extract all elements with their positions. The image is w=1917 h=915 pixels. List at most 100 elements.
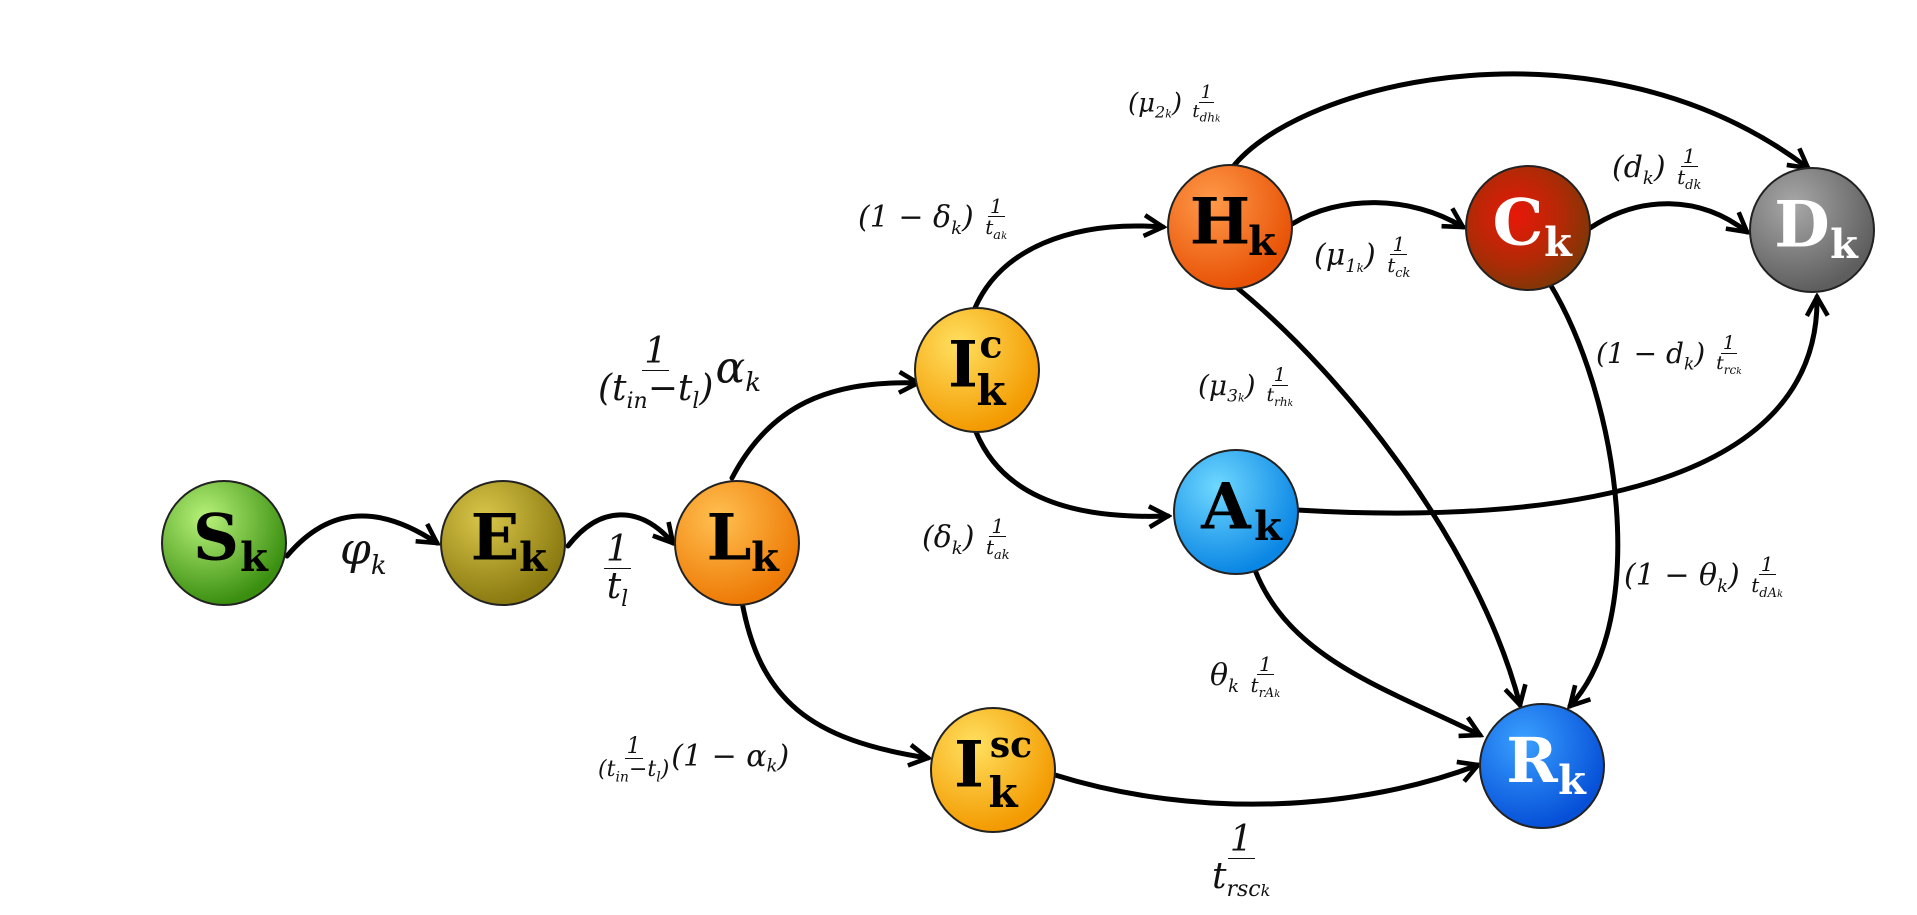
label-l-isc-den: (t: [598, 757, 616, 782]
label-c-d-pre-close: ): [1653, 150, 1666, 185]
label-c-r: (1 − dk) 1 trck: [1596, 334, 1744, 377]
label-ic-h-pre: (1 − δ: [858, 200, 952, 235]
label-ic-h-pre-close: ): [961, 200, 974, 235]
node-isc-main: I: [954, 728, 984, 803]
label-a-d-pre-sub: k: [1717, 576, 1728, 597]
label-c-r-pre-close: ): [1694, 336, 1706, 370]
label-tl-den: t: [606, 566, 622, 607]
label-h-r: (μ3k) 1 trhk: [1198, 366, 1295, 409]
label-l-isc: 1 (tin−tl) (1 − αk): [596, 734, 790, 786]
label-l-ic-den-tail: −t: [647, 368, 693, 409]
label-h-d-den-sub: dh: [1199, 110, 1215, 125]
label-ic-a-num: 1: [989, 514, 1007, 538]
label-a-d: (1 − θk) 1 tdAk: [1624, 554, 1785, 600]
node-ic-main: I: [948, 328, 978, 403]
node-ic-sup: c: [979, 322, 1002, 367]
label-ic-a-pre-sub: k: [951, 538, 963, 559]
label-l-isc-den-tail: −t: [628, 757, 657, 782]
node-d-main: D: [1774, 188, 1830, 263]
label-a-d-den: t: [1751, 573, 1760, 597]
node-ic: I c k: [914, 307, 1040, 433]
label-h-c-pre-sub: 1: [1345, 256, 1357, 277]
label-h-d-pre-close: ): [1171, 88, 1183, 119]
label-h-r-pre: (μ: [1198, 368, 1228, 402]
label-h-d-pre-subsub: k: [1165, 107, 1172, 121]
edge-s-e: [284, 513, 437, 559]
node-d: D k: [1749, 167, 1875, 293]
edge-e-l: [565, 512, 673, 549]
node-s-sub: k: [240, 534, 269, 581]
label-l-isc-num: 1: [624, 734, 643, 759]
label-isc-r-num: 1: [1227, 819, 1255, 860]
label-c-r-pre: (1 − d: [1596, 336, 1684, 370]
edges: [284, 71, 1817, 807]
label-h-r-num: 1: [1271, 364, 1288, 386]
node-h-sub: k: [1248, 218, 1277, 265]
label-h-r-pre-close: ): [1244, 368, 1256, 402]
label-l-ic-den: (t: [598, 368, 627, 409]
label-a-d-den-subsub: k: [1777, 589, 1784, 600]
node-d-sub: k: [1830, 221, 1859, 268]
edge-l-ic: [729, 383, 918, 481]
label-l-ic-num: 1: [642, 331, 670, 372]
label-phi: φk: [340, 528, 387, 579]
label-h-d-pre-sub: 2: [1155, 102, 1166, 122]
edge-h-d: [1229, 71, 1808, 168]
label-h-d: (μ2k) 1 tdhk: [1128, 84, 1222, 125]
label-h-c-den-sub: ck: [1395, 266, 1411, 281]
edge-c-d: [1587, 201, 1747, 232]
label-ic-h-pre-sub: k: [951, 218, 962, 239]
label-h-d-pre: (μ: [1128, 88, 1156, 119]
label-ic-h-den-sub: a: [993, 228, 1002, 243]
node-s-main: S: [193, 501, 239, 576]
label-h-r-pre-subsub: k: [1237, 391, 1245, 405]
label-l-ic-den-sub: in: [626, 389, 648, 415]
node-ic-sub: k: [976, 366, 1006, 415]
label-c-r-den-sub: rc: [1723, 362, 1737, 377]
label-c-r-pre-sub: k: [1683, 354, 1695, 375]
node-l-sub: k: [751, 534, 780, 581]
label-ic-a-den-sub: ak: [994, 548, 1010, 563]
label-phi-sub: k: [370, 550, 387, 581]
label-c-d-pre-sub: k: [1642, 168, 1654, 189]
label-h-r-den: t: [1266, 384, 1275, 406]
label-h-r-pre-sub: 3: [1227, 386, 1238, 407]
label-a-d-num: 1: [1758, 552, 1776, 576]
label-h-d-den-subsub: k: [1214, 114, 1221, 125]
label-h-c-pre: (μ: [1314, 238, 1346, 273]
label-l-isc-den-close: ): [660, 757, 670, 782]
node-e: E k: [440, 480, 566, 606]
node-isc: I sc k: [930, 707, 1056, 833]
node-l-main: L: [707, 501, 752, 576]
label-l-isc-tail: (1 − α: [671, 739, 767, 775]
label-isc-r: 1 trsck: [1210, 822, 1272, 901]
label-l-isc-den-sub2: l: [656, 769, 661, 786]
label-h-r-den-sub: rh: [1274, 394, 1288, 409]
edge-h-r: [1232, 283, 1520, 705]
node-a-main: A: [1200, 470, 1252, 545]
label-h-c-pre-close: ): [1363, 238, 1376, 273]
label-phi-sym: φ: [340, 524, 371, 575]
label-ic-h-den: t: [985, 215, 994, 239]
label-a-r-num: 1: [1257, 652, 1274, 676]
edge-a-d: [1294, 297, 1817, 516]
edge-h-c: [1289, 200, 1463, 230]
label-isc-r-den-subsub: k: [1260, 881, 1271, 901]
node-e-sub: k: [519, 534, 548, 581]
node-r-sub: k: [1558, 757, 1587, 804]
label-c-r-den-subsub: k: [1736, 366, 1742, 377]
label-l-ic-tail: α: [715, 342, 746, 394]
label-h-d-num: 1: [1198, 82, 1215, 103]
node-r: R k: [1479, 703, 1605, 829]
label-c-d-den-sub: dk: [1685, 178, 1702, 193]
node-a-sub: k: [1254, 503, 1283, 550]
label-l-ic-den-close: ): [699, 368, 714, 409]
node-c-sub: k: [1544, 219, 1573, 266]
label-a-d-pre-close: ): [1727, 558, 1740, 593]
label-ic-a-pre: (δ: [922, 520, 952, 555]
node-isc-sub: k: [988, 768, 1018, 817]
label-h-c-pre-subsub: k: [1356, 261, 1364, 275]
label-ic-a: (δk) 1 tak: [922, 516, 1012, 562]
label-l-isc-tail-close: ): [777, 739, 790, 775]
